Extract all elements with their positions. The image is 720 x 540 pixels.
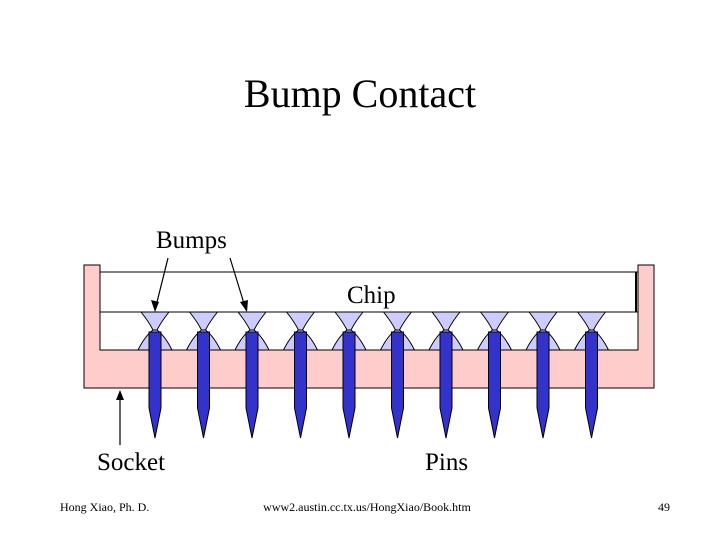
pin <box>536 331 550 439</box>
bumps-arrow-left <box>154 257 169 311</box>
footer-author: Hong Xiao, Ph. D. <box>60 500 150 514</box>
bumps-group <box>137 311 610 351</box>
footer-url: www2.austin.cc.tx.us/HongXiao/Book.htm <box>263 500 471 514</box>
bump-top <box>382 311 413 331</box>
bump-top <box>479 311 510 331</box>
bump-top <box>236 311 268 331</box>
bumps-arrow-right-head <box>240 300 248 312</box>
bump-top <box>285 311 316 331</box>
pin <box>391 331 404 439</box>
bump-top <box>333 311 365 331</box>
pins-group <box>148 331 598 439</box>
chip-label: Chip <box>347 282 396 309</box>
pin <box>488 331 501 439</box>
pin <box>148 331 162 439</box>
bumps-label: Bumps <box>156 227 227 254</box>
socket-arrow-head <box>116 390 124 400</box>
bump-top <box>430 311 462 331</box>
footer-page-number: 49 <box>658 500 670 514</box>
pins-label: Pins <box>425 449 469 476</box>
pin <box>439 331 453 439</box>
slide-title: Bump Contact <box>243 71 477 116</box>
chip-body <box>99 271 639 313</box>
pin <box>342 331 356 439</box>
socket-leader-arrow <box>116 390 124 445</box>
bump-top <box>576 311 607 331</box>
pin <box>294 331 307 439</box>
bump-top <box>527 311 559 331</box>
pin <box>245 331 259 439</box>
bumps-leader-arrows <box>151 257 248 312</box>
bump-top <box>188 311 219 331</box>
pin <box>197 331 210 439</box>
socket-label: Socket <box>97 449 166 476</box>
pin <box>585 331 598 439</box>
bump-top <box>139 311 171 331</box>
bumps-arrow-left-head <box>151 300 159 312</box>
